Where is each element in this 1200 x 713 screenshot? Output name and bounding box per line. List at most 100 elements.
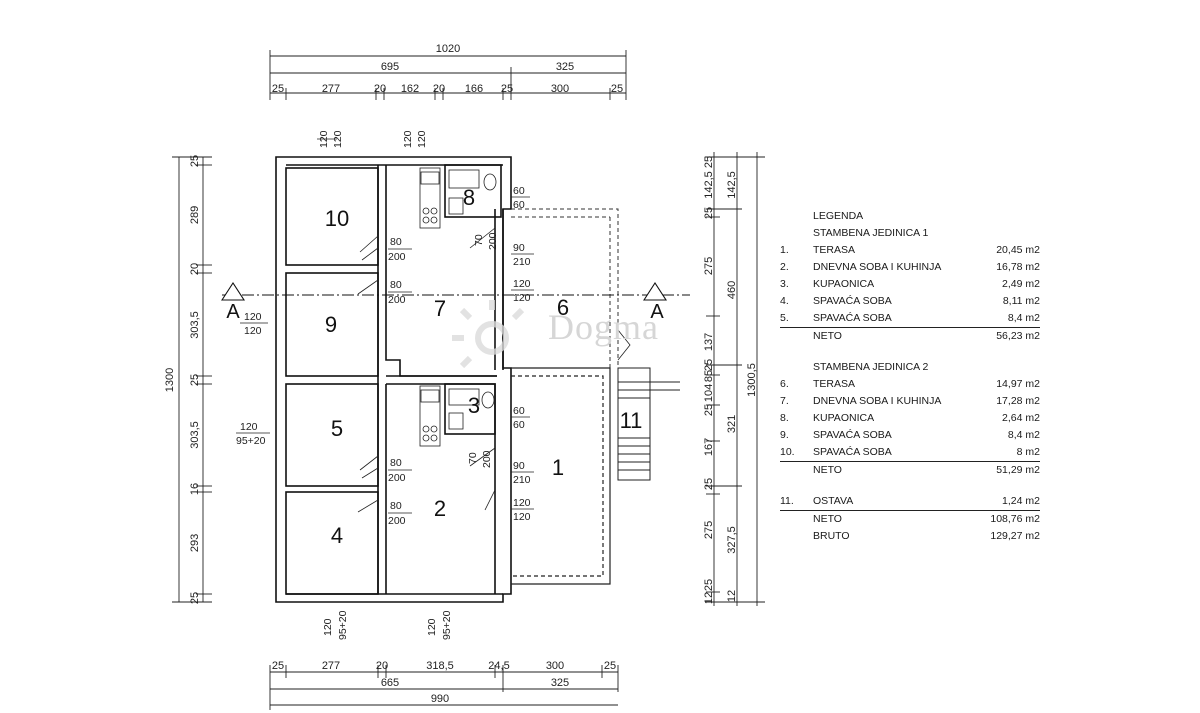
dim-right-seg: 275	[703, 521, 715, 539]
dim-right-seg: 25	[703, 579, 715, 591]
dim-top-seg: 162	[401, 83, 419, 95]
storage-stairs	[617, 367, 680, 481]
dim-right-seg: 25	[703, 478, 715, 490]
opening-value: 120	[332, 130, 344, 148]
opening-value: 120	[416, 130, 428, 148]
dim-bottom-seg: 25	[272, 660, 284, 672]
room-number-4: 4	[331, 523, 343, 548]
opening-value: 90	[513, 460, 525, 472]
walls	[275, 156, 512, 603]
opening-value: 120	[513, 497, 531, 509]
dim-right-seg: 142,5	[703, 171, 715, 199]
dim-left-seg: 16	[189, 483, 201, 495]
dim-left-seg: 303,5	[189, 421, 201, 449]
room-number-5: 5	[331, 416, 343, 441]
dim-bottom-row2-b: 325	[551, 677, 569, 689]
dim-right-mid: 12	[726, 590, 738, 602]
dim-left-seg: 25	[189, 155, 201, 167]
opening-labels: 120 120 120 120 80 200 80 200 80 200 80 …	[236, 130, 534, 640]
opening-value: 80	[390, 500, 402, 512]
legend-item-area: 2,49 m2	[1002, 278, 1040, 290]
opening-value: 70	[473, 234, 485, 246]
opening-value: 95+20	[441, 610, 453, 640]
opening-value: 120	[426, 618, 438, 636]
top-dimensions	[269, 50, 627, 100]
legend-item-number: 8.	[780, 412, 789, 424]
dim-left-seg: 20	[189, 263, 201, 275]
dim-top-seg: 20	[433, 83, 445, 95]
legend-item-label: KUPAONICA	[813, 412, 875, 424]
legend-item-label: DNEVNA SOBA I KUHINJA	[813, 261, 942, 273]
legend-item-number: 6.	[780, 378, 789, 390]
legend-item-number: 10.	[780, 446, 795, 458]
dim-right-seg: 25	[703, 156, 715, 168]
legend-item-area: 16,78 m2	[996, 261, 1040, 273]
opening-value: 210	[513, 474, 531, 486]
opening-value: 120	[513, 511, 531, 523]
terrace-6-outline	[511, 208, 619, 368]
legend-item-number: 5.	[780, 312, 789, 324]
opening-value: 60	[513, 405, 525, 417]
door-swings	[357, 227, 631, 513]
legend-item-number: 1.	[780, 244, 789, 256]
dim-left-seg: 25	[189, 374, 201, 386]
right-dimensions	[705, 152, 765, 606]
terrace-1-outline	[511, 367, 611, 585]
left-dimensions	[172, 156, 212, 603]
legend-item-number: 7.	[780, 395, 789, 407]
opening-value: 95+20	[236, 435, 266, 447]
opening-value: 210	[513, 256, 531, 268]
dim-top-row2-a: 695	[381, 61, 399, 73]
dim-bottom-seg: 300	[546, 660, 564, 672]
dim-left-seg: 303,5	[189, 311, 201, 339]
dim-top-seg: 300	[551, 83, 569, 95]
legend-item-area: 8,4 m2	[1007, 312, 1040, 324]
dim-left-seg: 25	[189, 592, 201, 604]
legend-item-label: KUPAONICA	[813, 278, 875, 290]
opening-value: 200	[388, 294, 406, 306]
legend-item-area: 8,4 m2	[1007, 429, 1040, 441]
dim-top-seg: 20	[374, 83, 386, 95]
room-number-6: 6	[557, 295, 569, 320]
legend-item-number: 9.	[780, 429, 789, 441]
opening-value: 70	[467, 452, 479, 464]
legend-item: 5. SPAVAĆA SOBA 8,4 m2	[780, 310, 1040, 327]
legend-item-area: 2,64 m2	[1002, 412, 1040, 424]
opening-value: 80	[390, 457, 402, 469]
legend-item: 9. SPAVAĆA SOBA 8,4 m2	[780, 427, 1040, 444]
opening-value: 95+20	[337, 610, 349, 640]
dim-bottom-seg: 20	[376, 660, 388, 672]
legend-item-label: SPAVAĆA SOBA	[813, 429, 892, 441]
dim-right-seg: 25	[703, 207, 715, 219]
opening-value: 60	[513, 199, 525, 211]
legend-neto-2: NETO 51,29 m2	[780, 461, 1040, 479]
dim-right-seg: 275	[703, 257, 715, 275]
kitchen-fixtures	[419, 167, 497, 447]
dim-left-total: 1300	[164, 368, 176, 392]
bottom-dimensions	[269, 665, 619, 710]
legend-item-area: 8,11 m2	[1002, 295, 1040, 307]
dim-right-seg: 167	[703, 438, 715, 456]
opening-value: 120	[244, 311, 262, 323]
dim-right-seg: 12	[703, 592, 715, 604]
dim-right-seg: 137	[703, 333, 715, 351]
legend-neto-total: NETO 108,76 m2	[813, 513, 1040, 525]
legend-item-label: SPAVAĆA SOBA	[813, 312, 892, 324]
dim-top-seg: 277	[322, 83, 340, 95]
section-line	[220, 281, 690, 301]
dim-bottom-seg: 277	[322, 660, 340, 672]
legend-item: 8. KUPAONICA 2,64 m2	[780, 410, 1040, 427]
dim-right-mid: 327,5	[726, 526, 738, 554]
legend-item-label: SPAVAĆA SOBA	[813, 446, 892, 458]
dim-right-seg: 104	[703, 384, 715, 402]
dim-left-seg: 289	[189, 206, 201, 224]
room-number-3: 3	[468, 393, 480, 418]
room-number-7: 7	[434, 296, 446, 321]
dim-right-total: 1300,5	[746, 363, 758, 397]
